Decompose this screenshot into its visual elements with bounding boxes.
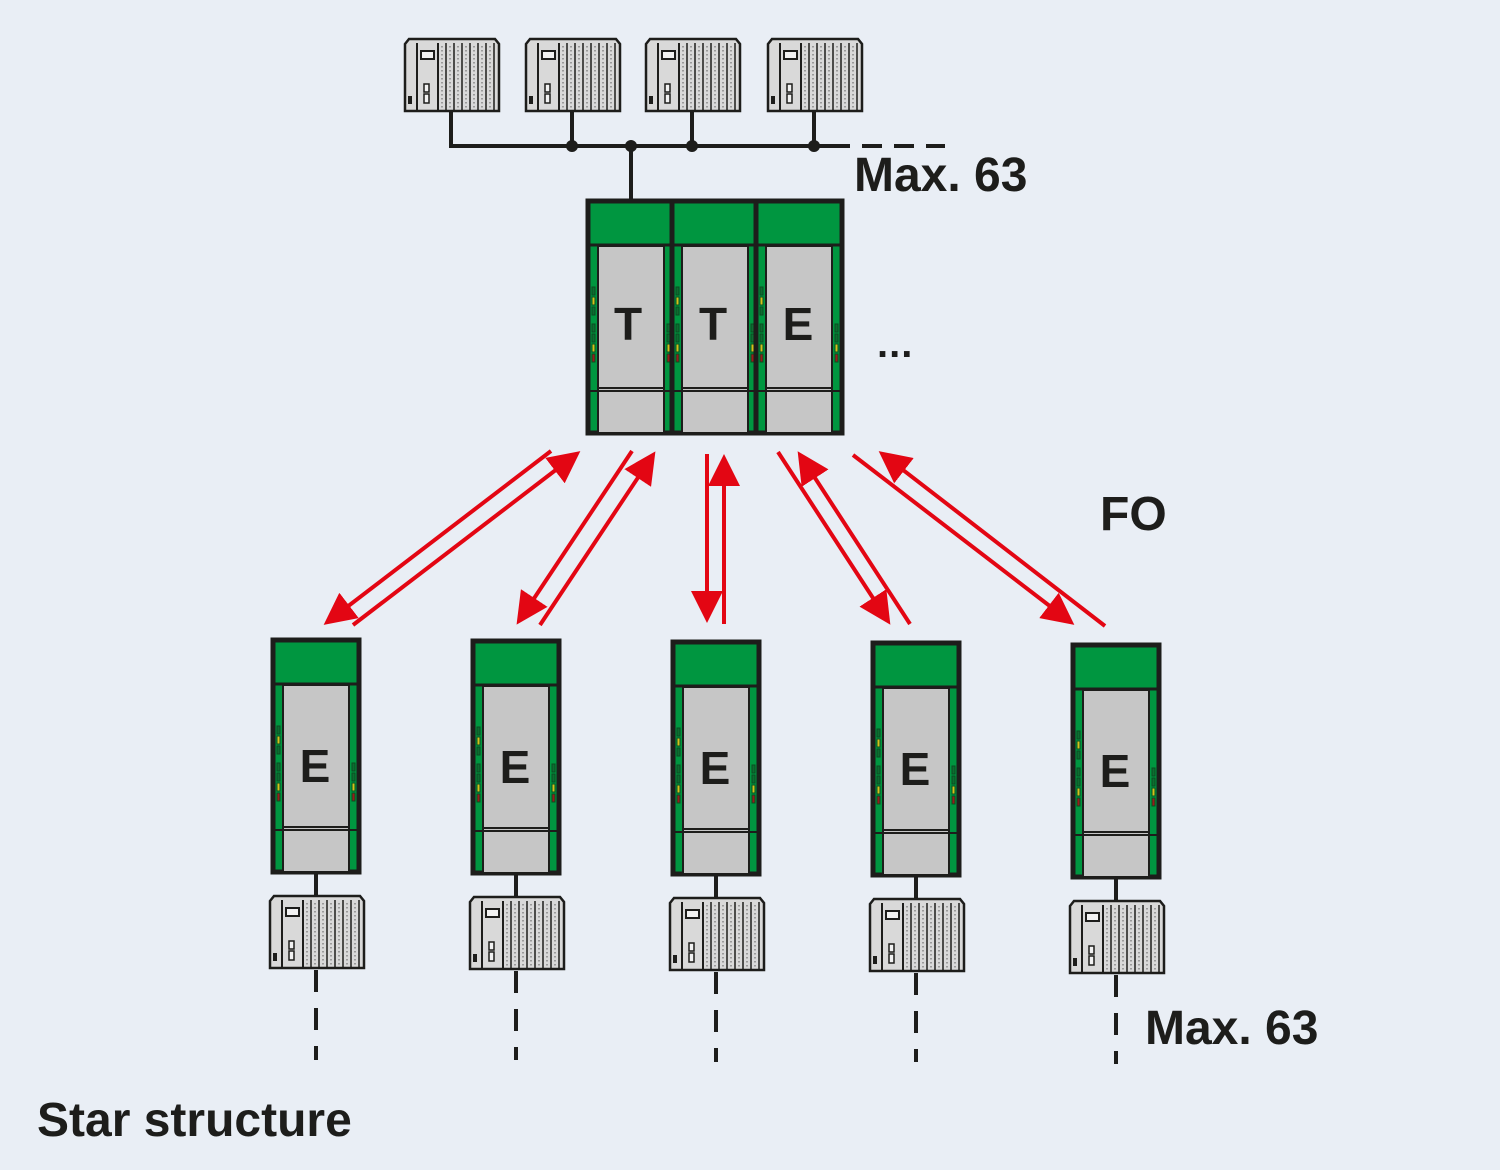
fo-arrow-up (538, 451, 656, 627)
module-letter: T (699, 298, 727, 350)
fo-arrow-down (323, 449, 553, 625)
module-letter: E (700, 742, 731, 794)
module-letter: E (1100, 745, 1131, 797)
remote-station: E (868, 643, 966, 1062)
bus-junction (625, 140, 637, 152)
top-bus (449, 110, 945, 200)
module-letter: E (500, 741, 531, 793)
plc-controller-icon (868, 897, 966, 973)
top-controllers (403, 37, 864, 113)
module-letter: E (783, 298, 814, 350)
fo-arrow-up (351, 451, 581, 627)
remote-stations: E E E E E (268, 640, 1166, 1064)
plc-controller-icon (644, 37, 742, 113)
plc-controller-icon (468, 895, 566, 971)
remote-station: E (268, 640, 366, 1060)
plc-controller-icon (1068, 899, 1166, 975)
remote-station: E (668, 642, 766, 1062)
fo-arrow-down (776, 450, 891, 625)
plc-controller-icon (524, 37, 622, 113)
diagram-title: Star structure (37, 1094, 352, 1147)
plc-controller-icon (268, 894, 366, 970)
max-count-label-bottom: Max. 63 (1145, 1002, 1319, 1055)
module-letter: E (900, 743, 931, 795)
plc-controller-icon (403, 37, 501, 113)
module-letter: E (300, 740, 331, 792)
remote-station: E (468, 641, 566, 1060)
fo-arrow-down (516, 449, 634, 625)
max-count-label-top: Max. 63 (854, 149, 1028, 202)
bus-junction (566, 140, 578, 152)
bus-junction (808, 140, 820, 152)
fo-arrow-up (878, 451, 1107, 628)
module-letter: T (614, 298, 642, 350)
fo-arrow-down (851, 453, 1075, 625)
central-station: T T E (588, 201, 842, 433)
more-modules-ellipsis: ... (877, 322, 914, 366)
plc-controller-icon (668, 896, 766, 972)
fo-links (323, 449, 1107, 628)
fiber-optic-label: FO (1100, 488, 1167, 541)
plc-controller-icon (766, 37, 864, 113)
bus-junction (686, 140, 698, 152)
fo-arrow-up (797, 451, 912, 626)
remote-station: E (1068, 645, 1166, 1064)
